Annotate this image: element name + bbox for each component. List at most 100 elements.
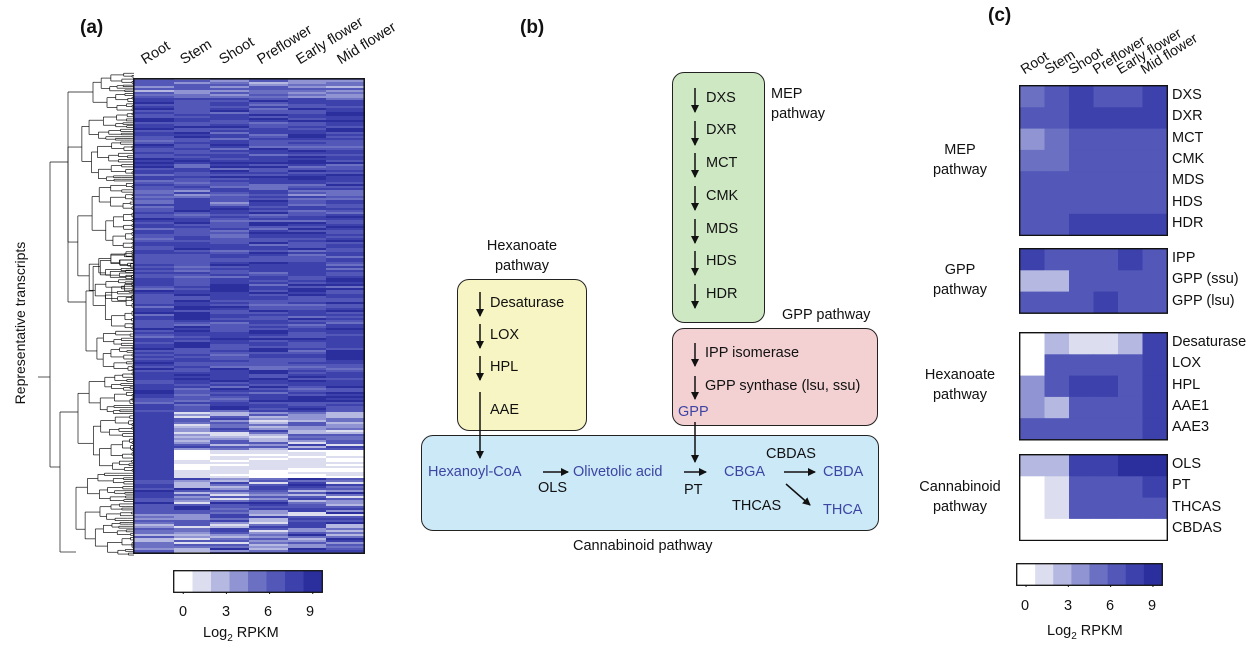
heatmap-cell	[249, 146, 289, 149]
heatmap-cell	[1069, 455, 1095, 477]
heatmap-cell	[249, 226, 289, 229]
heatmap-cell	[288, 428, 327, 431]
heatmap-cell	[326, 142, 365, 145]
heatmap-cell	[133, 184, 175, 187]
heatmap-cell	[288, 426, 327, 429]
colorbar-swatch	[1071, 564, 1090, 585]
heatmap-cell	[174, 464, 211, 467]
heatmap-cell	[133, 394, 175, 397]
heatmap-cell	[174, 188, 211, 191]
heatmap-cell	[326, 332, 365, 335]
heatmap-cell	[133, 174, 175, 177]
heatmap-cell	[288, 456, 327, 459]
heatmap-cell	[174, 110, 211, 113]
heatmap-cell	[174, 106, 211, 109]
heatmap-cell	[326, 446, 365, 449]
heatmap-cell	[326, 436, 365, 439]
heatmap-cell	[249, 372, 289, 375]
heatmap-cell	[1118, 396, 1144, 419]
heatmap-cell	[326, 540, 365, 543]
heatmap-cell	[249, 452, 289, 455]
heatmap-cell	[326, 420, 365, 423]
heatmap-cell	[288, 490, 327, 493]
heatmap-cell	[210, 264, 250, 267]
heatmap-cell	[326, 392, 365, 395]
heatmap-cell	[133, 370, 175, 373]
heatmap-cell	[249, 308, 289, 311]
heatmap-cell	[133, 260, 175, 263]
heatmap-cell	[174, 344, 211, 347]
heatmap-cell	[210, 460, 250, 463]
heatmap-cell	[326, 134, 365, 137]
heatmap-cell	[326, 146, 365, 149]
heatmap-cell	[1142, 418, 1168, 441]
heatmap-cell	[249, 358, 289, 361]
heatmap-cell	[133, 136, 175, 139]
heatmap-cell	[133, 236, 175, 239]
heatmap-cell	[210, 540, 250, 543]
heatmap-cell	[249, 200, 289, 203]
heatmap-cell	[326, 176, 365, 179]
heatmap-cell	[210, 158, 250, 161]
heatmap-cell	[210, 482, 250, 485]
heatmap-cell	[288, 482, 327, 485]
heatmap-cell	[133, 146, 175, 149]
heatmap-cell	[210, 228, 250, 231]
heatmap-cell	[174, 496, 211, 499]
heatmap-cell	[326, 526, 365, 529]
colorbar-swatch	[192, 571, 212, 592]
heatmap-cell	[1044, 128, 1070, 151]
heatmap-cell	[1142, 270, 1168, 293]
heatmap-cell	[326, 364, 365, 367]
heatmap-cell	[133, 152, 175, 155]
heatmap-cell	[174, 456, 211, 459]
heatmap-cell	[249, 114, 289, 117]
heatmap-cell	[174, 186, 211, 189]
heatmap-cell	[1069, 518, 1095, 541]
mep-enzyme-mct: MCT	[706, 155, 738, 171]
heatmap-cell	[174, 528, 211, 531]
heatmap-cell	[288, 264, 327, 267]
heatmap-cell	[249, 412, 289, 415]
heatmap-cell	[210, 412, 250, 415]
heatmap-cell	[174, 232, 211, 235]
heatmap-cell	[174, 450, 211, 453]
cannabinoid-pathway-title: Cannabinoid pathway	[573, 538, 713, 554]
heatmap-cell	[326, 270, 365, 273]
heatmap-cell	[133, 188, 175, 191]
gene-label: AAE3	[1172, 419, 1210, 436]
heatmap-cell	[326, 154, 365, 157]
heatmap-cell	[174, 366, 211, 369]
heatmap-cell	[133, 212, 175, 215]
heatmap-cell	[133, 130, 175, 133]
heatmap-cell	[1142, 86, 1168, 108]
heatmap-cell	[249, 94, 289, 97]
heatmap-cell	[326, 128, 365, 131]
heatmap-cell	[174, 350, 211, 353]
heatmap-cell	[133, 472, 175, 475]
heatmap-cell	[133, 118, 175, 121]
heatmap-cell	[174, 248, 211, 251]
heatmap-cell	[288, 82, 327, 85]
heatmap-cell	[133, 242, 175, 245]
heatmap-cell	[326, 318, 365, 321]
heatmap-cell	[210, 212, 250, 215]
heatmap-cell	[174, 146, 211, 149]
heatmap-cell	[288, 124, 327, 127]
heatmap-cell	[249, 138, 289, 141]
heatmap-cell	[249, 142, 289, 145]
colorbar-frame	[1016, 563, 1163, 586]
heatmap-cell	[1069, 128, 1095, 151]
heatmap-cell	[288, 202, 327, 205]
heatmap-cell	[326, 296, 365, 299]
heatmap-cell	[326, 262, 365, 265]
heatmap-cell	[288, 88, 327, 91]
heatmap-cell	[133, 94, 175, 97]
heatmap-cell	[133, 162, 175, 165]
heatmap-cell	[133, 278, 175, 281]
heatmap-cell	[249, 252, 289, 255]
heatmap-cell	[326, 198, 365, 201]
heatmap-cell	[133, 180, 175, 183]
heatmap-cell	[133, 204, 175, 207]
